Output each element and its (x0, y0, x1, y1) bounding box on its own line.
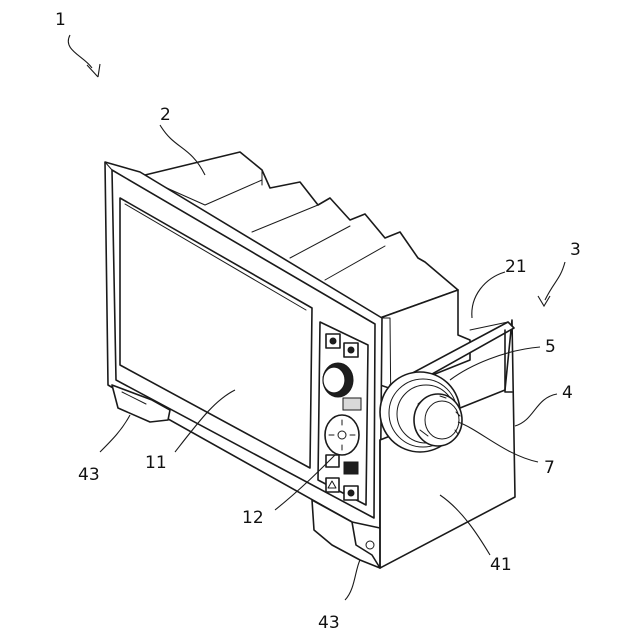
label-device: 1 (55, 10, 66, 30)
panel-rotary-knob (323, 363, 353, 397)
label-knob: 7 (544, 458, 555, 478)
label-rear-case: 21 (505, 257, 527, 277)
leader-43-bottom (345, 560, 360, 600)
label-fastener-washer: 5 (545, 337, 556, 357)
label-bracket-side-plate: 41 (490, 555, 512, 575)
leader-4 (515, 394, 557, 426)
label-display: 11 (145, 453, 167, 473)
leader-1 (68, 35, 92, 68)
direction-pad (325, 415, 359, 455)
control-panel (318, 322, 368, 505)
leader-43-left (100, 415, 130, 452)
label-control-panel: 12 (242, 508, 264, 528)
label-foot-left: 43 (78, 465, 100, 485)
label-bracket: 4 (562, 383, 573, 403)
leader-3 (545, 262, 565, 300)
leader-21 (472, 272, 505, 318)
label-housing: 2 (160, 105, 171, 125)
label-foot-bottom: 43 (318, 613, 340, 633)
arrow-1 (87, 64, 100, 77)
mount-knob-assembly (380, 372, 462, 452)
knob-7 (414, 394, 462, 446)
arrow-3 (538, 296, 550, 306)
label-bracket-assembly: 3 (570, 240, 581, 260)
